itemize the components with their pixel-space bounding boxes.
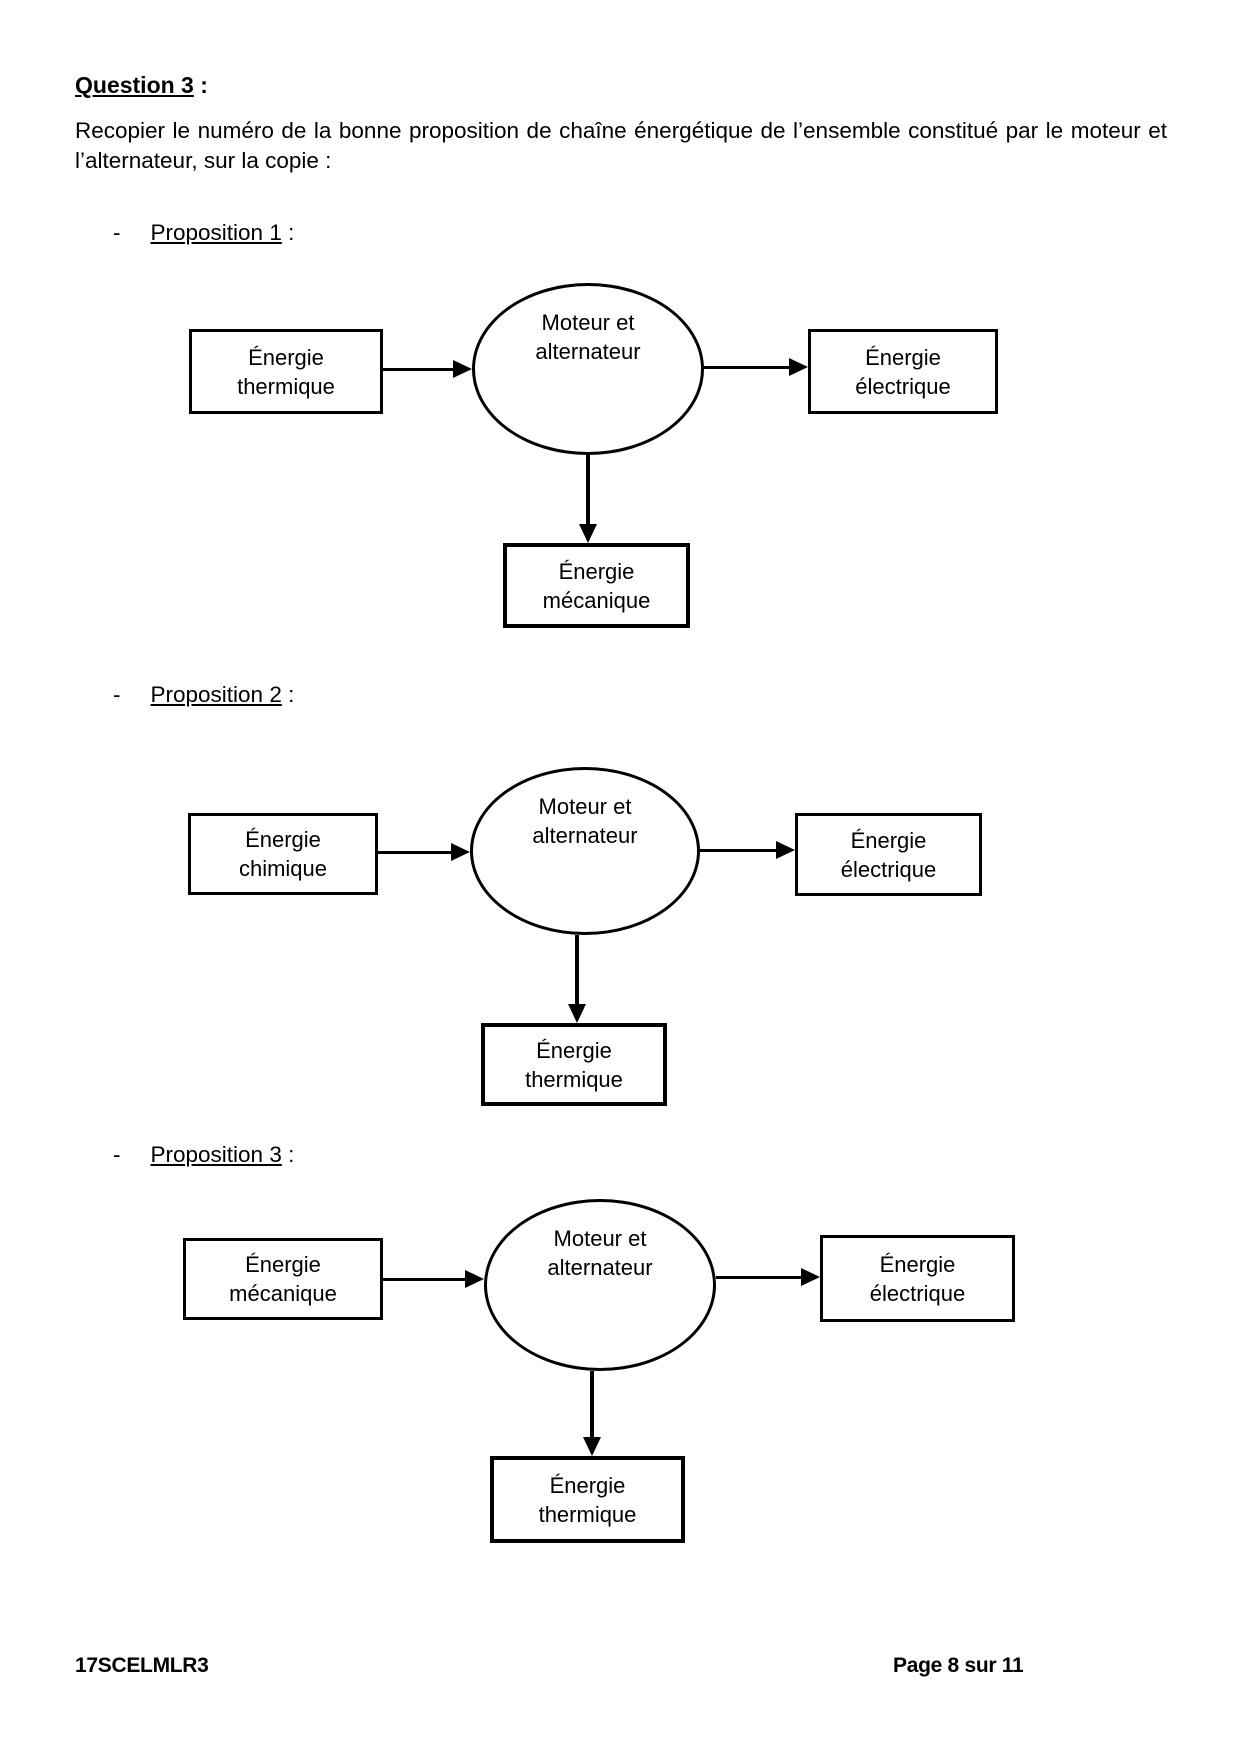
question-text: Recopier le numéro de la bonne propositi… <box>75 118 1167 173</box>
box-text-line: Énergie <box>558 558 635 584</box>
arrow-right-icon <box>700 841 795 859</box>
energy-input-box: Énergie mécanique <box>183 1238 383 1320</box>
box-text-line: électrique <box>869 1280 966 1306</box>
energy-output-box: Énergie électrique <box>820 1235 1015 1322</box>
box-text-line: chimique <box>238 856 328 881</box>
proposition-2-heading: - Proposition 2 : <box>113 682 294 708</box>
energy-input-box: Énergie chimique <box>188 813 378 895</box>
bullet-dash: - <box>113 682 121 707</box>
page-title: Question 3 : <box>75 72 208 99</box>
proposition-1-label: Proposition 1 <box>150 220 282 245</box>
box-text-line: électrique <box>840 856 937 882</box>
page-title-colon: : <box>193 72 208 98</box>
page-title-text: Question 3 <box>75 72 194 98</box>
box-text-line: Énergie <box>245 1252 321 1277</box>
footer-document-code: 17SCELMLR3 <box>75 1654 209 1677</box>
proposition-3-label: Proposition 3 <box>150 1142 282 1167</box>
ellipse-text-line: Moteur et <box>538 794 632 819</box>
box-text-line: Énergie <box>248 344 324 370</box>
energy-output-box: Énergie électrique <box>808 329 998 414</box>
box-text-line: mécanique <box>229 1281 337 1306</box>
arrow-right-icon <box>716 1268 820 1286</box>
converter-ellipse: Moteur et alternateur <box>470 767 700 935</box>
box-text-line: Énergie <box>245 827 321 852</box>
arrow-right-icon <box>383 360 472 378</box>
energy-input-box: Énergie thermique <box>189 329 383 414</box>
proposition-3-colon: : <box>281 1142 295 1167</box>
arrow-right-icon <box>704 358 808 376</box>
proposition-1-heading: - Proposition 1 : <box>113 220 294 246</box>
arrow-down-icon <box>583 1371 601 1456</box>
proposition-2-label: Proposition 2 <box>150 682 282 707</box>
box-text-line: thermique <box>538 1501 637 1527</box>
box-text-line: électrique <box>855 373 951 399</box>
proposition-2-colon: : <box>281 682 295 707</box>
energy-loss-box: Énergie mécanique <box>503 543 690 628</box>
ellipse-text-line: alternateur <box>532 823 638 848</box>
box-text-line: Énergie <box>536 1037 612 1063</box>
ellipse-text-line: alternateur <box>535 339 641 364</box>
box-text-line: Énergie <box>865 344 941 370</box>
box-text-line: Énergie <box>850 827 927 853</box>
converter-ellipse: Moteur et alternateur <box>472 283 704 455</box>
bullet-dash: - <box>113 220 121 245</box>
arrow-down-icon <box>579 455 597 543</box>
arrow-down-icon <box>568 935 586 1023</box>
box-text-line: thermique <box>525 1066 623 1092</box>
ellipse-text-line: alternateur <box>547 1255 653 1280</box>
box-text-line: Énergie <box>879 1251 956 1277</box>
footer-page-number: Page 8 sur 11 <box>893 1654 1024 1677</box>
energy-loss-box: Énergie thermique <box>481 1023 667 1106</box>
converter-ellipse: Moteur et alternateur <box>484 1199 716 1371</box>
proposition-1-colon: : <box>281 220 295 245</box>
box-text-line: thermique <box>237 373 335 399</box>
energy-loss-box: Énergie thermique <box>490 1456 685 1543</box>
energy-output-box: Énergie électrique <box>795 813 982 896</box>
box-text-line: Énergie <box>549 1472 626 1498</box>
ellipse-text-line: Moteur et <box>553 1226 647 1251</box>
ellipse-text-line: Moteur et <box>541 310 635 335</box>
box-text-line: mécanique <box>542 587 651 613</box>
bullet-dash: - <box>113 1142 121 1167</box>
arrow-right-icon <box>378 843 470 861</box>
proposition-3-heading: - Proposition 3 : <box>113 1142 294 1168</box>
arrow-right-icon <box>383 1270 484 1288</box>
